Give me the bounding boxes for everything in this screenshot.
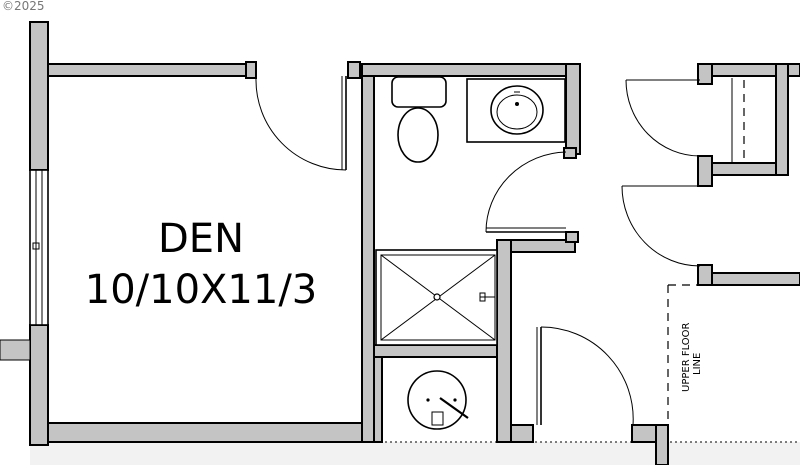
shower bbox=[375, 249, 498, 346]
copyright-text: ©2025 bbox=[2, 0, 45, 13]
den-door bbox=[255, 76, 347, 171]
closet-doors bbox=[621, 79, 701, 267]
room-name: DEN bbox=[158, 216, 244, 262]
den-window bbox=[0, 169, 49, 361]
room-dimensions: 10/10X11/3 bbox=[85, 267, 318, 313]
water-heater bbox=[407, 370, 469, 430]
upper-floor-label-line1: UPPER FLOOR bbox=[681, 322, 692, 392]
upper-floor-label-line2: LINE bbox=[692, 353, 703, 375]
vanity-sink bbox=[466, 78, 566, 143]
den-walls bbox=[29, 21, 375, 446]
hall-door-lower bbox=[536, 326, 634, 426]
bath-walls bbox=[361, 63, 581, 443]
floor-slab bbox=[30, 442, 800, 465]
bath-door bbox=[485, 151, 567, 233]
toilet bbox=[391, 76, 447, 163]
upper-floor-line: UPPER FLOOR LINE bbox=[667, 284, 703, 425]
closet-walls bbox=[631, 63, 800, 465]
